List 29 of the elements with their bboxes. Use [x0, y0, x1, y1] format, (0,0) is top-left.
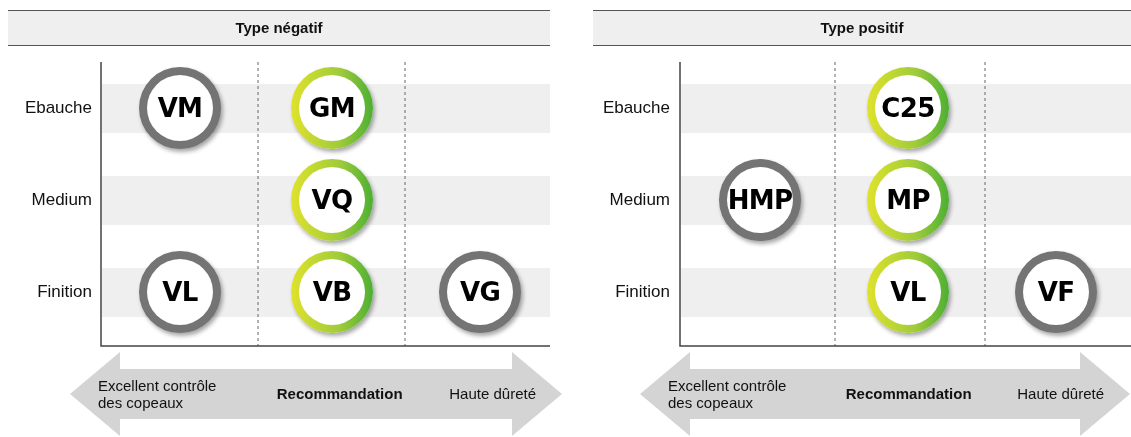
row-label: Finition [37, 283, 92, 300]
chipbreaker-code: VM [157, 95, 203, 121]
chipbreaker-code: VF [1037, 279, 1075, 305]
chipbreaker-code: VQ [311, 187, 353, 213]
double-arrow [70, 352, 562, 436]
chipbreaker-code: VL [162, 279, 198, 305]
row-label: Medium [609, 191, 670, 208]
arrow-text: Recommandation [276, 385, 403, 403]
chipbreaker-code: GM [309, 95, 355, 121]
chipbreaker-code: C25 [881, 95, 935, 121]
chipbreaker-code: VB [312, 279, 352, 305]
panel-header [593, 10, 1131, 46]
chipbreaker-code: MP [886, 187, 930, 213]
arrow-text: Excellent contrôle des copeaux [668, 376, 788, 412]
arrow-text: Recommandation [845, 385, 972, 403]
row-label: Medium [31, 191, 92, 208]
arrow-text: Excellent contrôle des copeaux [98, 376, 218, 412]
row-label: Finition [615, 283, 670, 300]
arrow-text: Haute dûreté [1017, 385, 1104, 403]
row-label: Ebauche [602, 99, 670, 116]
chipbreaker-code: VG [459, 279, 501, 305]
chipbreaker-code: VL [890, 279, 926, 305]
row-label: Ebauche [24, 99, 92, 116]
panel-title: Type négatif [235, 17, 323, 38]
arrow-text: Haute dûreté [449, 385, 536, 403]
panel-title: Type positif [820, 17, 904, 38]
panel-header [8, 10, 550, 46]
chipbreaker-code: HMP [727, 187, 793, 213]
double-arrow [640, 352, 1130, 436]
